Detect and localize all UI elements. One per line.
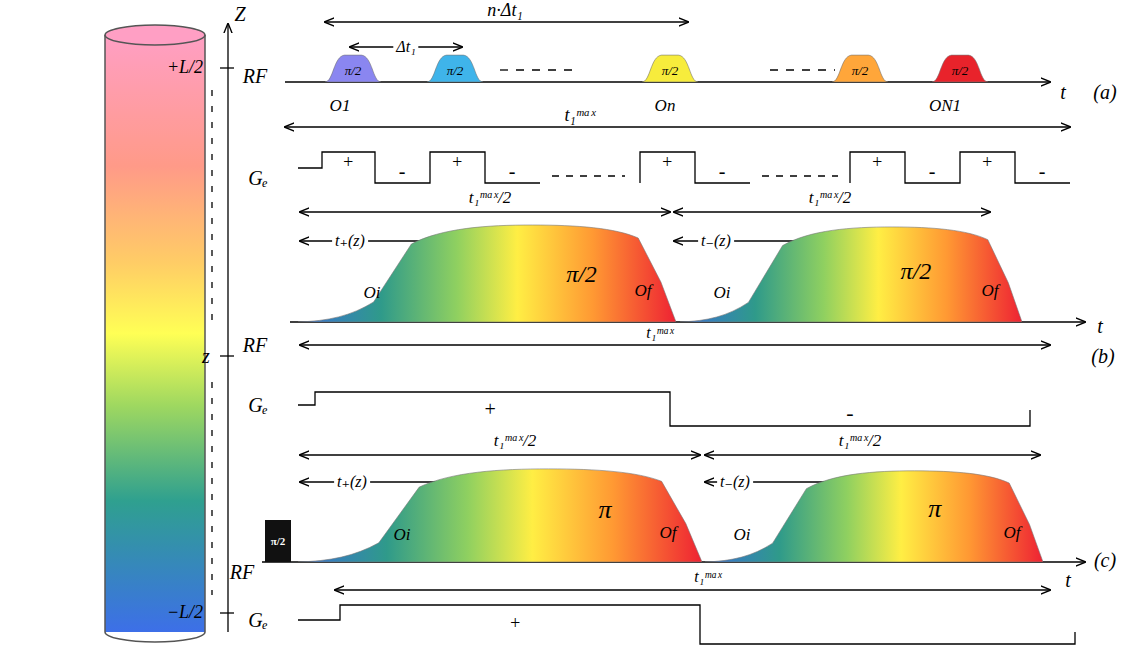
offset-label: ON1	[929, 97, 961, 116]
duration-label: t₋(z)	[717, 473, 753, 491]
duration-label: t₁ᵐᵃˣ/2	[469, 189, 512, 208]
axis-label: z	[202, 345, 210, 367]
channel-label: RF	[230, 561, 254, 583]
duration-label: t₁ᵐᵃˣ	[564, 106, 595, 126]
sequence-a-lines	[285, 22, 1070, 183]
gradient-sign: -	[719, 160, 726, 182]
sequence-c-lines	[262, 455, 1085, 644]
z-axis	[212, 24, 234, 632]
duration-label: t₁ᵐᵃˣ	[646, 324, 674, 342]
pulse-angle: π/2	[662, 63, 679, 79]
interval-label: Δt₁	[393, 38, 418, 56]
duration-label: t₁ᵐᵃˣ	[694, 568, 722, 586]
duration-label: t₊(z)	[332, 232, 368, 250]
rf-pulse: π/2	[932, 54, 988, 82]
pulse-angle: π/2	[852, 63, 869, 79]
gradient-sign: +	[661, 153, 673, 173]
rf-pulse: π/2	[642, 54, 698, 82]
axis-label: Z	[234, 3, 245, 25]
gradient-sign: +	[342, 153, 354, 173]
panel-label: (c)	[1094, 549, 1116, 571]
panel-label: (a)	[1093, 81, 1116, 103]
rf-pulse: π/2	[427, 54, 483, 82]
rf-pulse: π/2	[325, 54, 381, 82]
pulse-angle: π/2	[901, 258, 932, 285]
dimension: −L/2	[167, 603, 203, 623]
channel-label: RF	[243, 65, 267, 87]
offset-label: Oi	[734, 526, 751, 545]
offset-label: Of	[660, 524, 677, 543]
gradient-sign: -	[509, 160, 516, 182]
pulse-angle: π/2	[566, 261, 597, 288]
channel-label: Gₑ	[248, 167, 268, 189]
channel-label: RF	[243, 334, 267, 356]
offset-label: O1	[330, 97, 351, 116]
duration-label: t₁ᵐᵃˣ/2	[494, 432, 537, 451]
interval-label: n·Δt₁	[487, 1, 522, 21]
excitation-pulse-box: π/2	[265, 520, 291, 562]
gradient-sign: +	[981, 153, 993, 173]
pulse-angle: π/2	[345, 63, 362, 79]
time-axis-label: t	[1060, 81, 1066, 103]
time-axis-label: t	[1065, 569, 1071, 591]
duration-label: t₊(z)	[334, 473, 370, 491]
gradient-sign: +	[509, 614, 521, 634]
duration-label: t₁ᵐᵃˣ/2	[809, 189, 852, 208]
offset-label: Oi	[714, 284, 731, 303]
pulse-angle: π/2	[447, 63, 464, 79]
sequence-b-lines	[290, 212, 1085, 426]
offset-label: Of	[982, 282, 999, 301]
sample-cylinder	[105, 25, 205, 642]
rf-pulse: π/2	[832, 54, 888, 82]
pulse-angle: π	[928, 494, 941, 524]
dimension: +L/2	[167, 58, 203, 78]
channel-label: Gₑ	[248, 394, 268, 416]
gradient-sign: -	[846, 401, 853, 425]
gradient-sign: +	[871, 153, 883, 173]
gradient-sign: +	[451, 153, 463, 173]
pulse-angle: π	[599, 495, 612, 525]
gradient-sign: -	[1039, 160, 1046, 182]
gradient-sign: -	[929, 160, 936, 182]
duration-label: t₁ᵐᵃˣ/2	[839, 432, 882, 451]
rf-pulse: π	[705, 468, 1043, 562]
pulse-angle: π/2	[271, 535, 286, 547]
gradient-sign: +	[483, 398, 497, 420]
pulse-angle: π/2	[952, 63, 969, 79]
offset-label: Of	[635, 282, 652, 301]
offset-label: Oi	[364, 284, 381, 303]
gradient-sign: -	[399, 160, 406, 182]
duration-label: t₋(z)	[698, 232, 734, 250]
channel-label: Gₑ	[248, 609, 268, 631]
pulse-shape	[705, 468, 1043, 562]
time-axis-label: t	[1097, 315, 1103, 337]
offset-label: Oi	[394, 526, 411, 545]
panel-label: (b)	[1091, 345, 1114, 367]
offset-label: On	[655, 97, 676, 116]
offset-label: Of	[1004, 524, 1021, 543]
